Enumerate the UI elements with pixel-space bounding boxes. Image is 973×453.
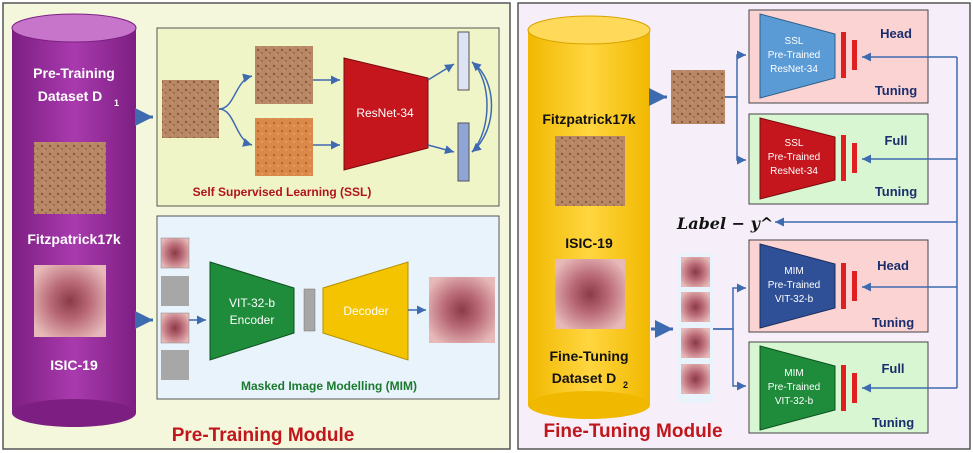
mim-head-layer-1: [841, 263, 846, 309]
mim-reconstructed-image: [429, 277, 495, 343]
ssl-full-tuning: Tuning: [875, 184, 917, 199]
fitzpatrick-sample-image: [34, 142, 106, 214]
pretraining-cylinder-title-1: Pre-Training: [33, 65, 115, 81]
ssl-contrastive-arrow-2: [471, 61, 488, 153]
pretraining-cylinder-subscript: 1: [114, 98, 119, 108]
ssl-head-layer-1: [841, 32, 846, 78]
mim-full-tuning: Tuning: [872, 415, 914, 430]
finetuning-dataset2-label: ISIC-19: [565, 235, 613, 251]
mim-full-layer-1: [841, 365, 846, 411]
mim-head-mode: Head: [877, 258, 909, 273]
mim-head-line3: VIT-32-b: [775, 294, 814, 305]
mim-encoder-line1: VIT-32-b: [229, 296, 275, 310]
ssl-embed-arrow-1: [427, 63, 455, 81]
finetuning-dataset1-label: Fitzpatrick17k: [542, 111, 636, 127]
resnet34-network: [343, 57, 429, 171]
ssl-full-line2: Pre-Trained: [768, 152, 820, 163]
mim-patch-masked-2: [161, 350, 189, 380]
finetuning-dataset-cylinder: [527, 15, 651, 419]
mim-full-input-arrow: [713, 328, 746, 391]
pretraining-dataset1-label: Fitzpatrick17k: [27, 231, 121, 247]
mim-head-line1: MIM: [784, 266, 803, 277]
mim-full-layer-2: [852, 373, 857, 403]
mim-full-encoder: [759, 345, 836, 431]
mim-head-tuning: Tuning: [872, 315, 914, 330]
finetuning-cylinder-title-1: Fine-Tuning: [549, 348, 628, 364]
pretraining-dataset2-label: ISIC-19: [50, 357, 98, 373]
mim-full-line3: VIT-32-b: [775, 396, 814, 407]
ssl-full-encoder: [759, 117, 836, 200]
mim-encoder-line2: Encoder: [230, 313, 275, 327]
ssl-head-line3: ResNet-34: [770, 64, 818, 75]
finetune-fitzpatrick-image: [555, 136, 625, 206]
finetuning-module-title: Fine-Tuning Module: [543, 421, 722, 442]
ssl-head-tuning: Tuning: [875, 83, 917, 98]
mim-decoder: [322, 261, 409, 361]
ssl-augmented-view-1: [255, 46, 313, 104]
ssl-head-mode: Head: [880, 26, 912, 41]
ssl-box-title: Self Supervised Learning (SSL): [193, 185, 372, 199]
ssl-head-line1: SSL: [785, 36, 804, 47]
mim-head-encoder: [759, 243, 836, 329]
ssl-network-label: ResNet-34: [356, 106, 414, 120]
ssl-embedding-2: [457, 122, 470, 182]
finetune-mim-patch-4: [681, 364, 710, 394]
finetuning-cylinder-title-2: Dataset D: [552, 370, 617, 386]
mim-head-layer-2: [852, 271, 857, 301]
finetune-ssl-input-image: [671, 70, 725, 124]
mim-head-line2: Pre-Trained: [768, 280, 820, 291]
finetune-mim-patch-1: [681, 257, 710, 287]
label-text: Label − y^: [676, 214, 773, 233]
mim-box-title: Masked Image Modelling (MIM): [241, 379, 417, 393]
ssl-full-line1: SSL: [785, 138, 804, 149]
mim-patch-2: [160, 312, 190, 344]
ssl-head-layer-2: [852, 40, 857, 70]
pretraining-module-title: Pre-Training Module: [172, 425, 355, 446]
mim-full-line1: MIM: [784, 368, 803, 379]
vit-encoder: [209, 261, 295, 361]
finetune-mim-patch-2: [681, 292, 710, 322]
mim-patch-masked-1: [161, 276, 189, 306]
mim-patch-1: [160, 237, 190, 269]
ssl-head-encoder: [759, 13, 836, 99]
pretraining-dataset-cylinder: [11, 13, 137, 427]
ssl-embedding-1: [457, 31, 470, 91]
finetune-mim-patch-3: [681, 328, 710, 358]
mim-latent: [303, 288, 316, 332]
ssl-full-mode: Full: [884, 133, 907, 148]
ssl-branch-arrow-bottom: [218, 108, 253, 147]
ssl-head-line2: Pre-Trained: [768, 50, 820, 61]
finetune-isic-image: [555, 259, 625, 329]
mim-full-line2: Pre-Trained: [768, 382, 820, 393]
pretraining-cylinder-title-2: Dataset D: [38, 88, 103, 104]
ssl-input-image: [162, 80, 219, 138]
ssl-embed-arrow-2: [427, 144, 455, 155]
finetuning-cylinder-subscript: 2: [623, 380, 628, 390]
ssl-augmented-view-2: [255, 118, 313, 176]
mim-full-mode: Full: [881, 361, 904, 376]
ssl-full-line3: ResNet-34: [770, 166, 818, 177]
mim-decoder-label: Decoder: [343, 304, 388, 318]
ssl-full-layer-2: [852, 143, 857, 173]
isic-sample-image: [34, 265, 106, 337]
ssl-branch-arrow-top: [218, 73, 253, 110]
ssl-full-layer-1: [841, 135, 846, 181]
ssl-full-input-arrow: [725, 96, 746, 165]
